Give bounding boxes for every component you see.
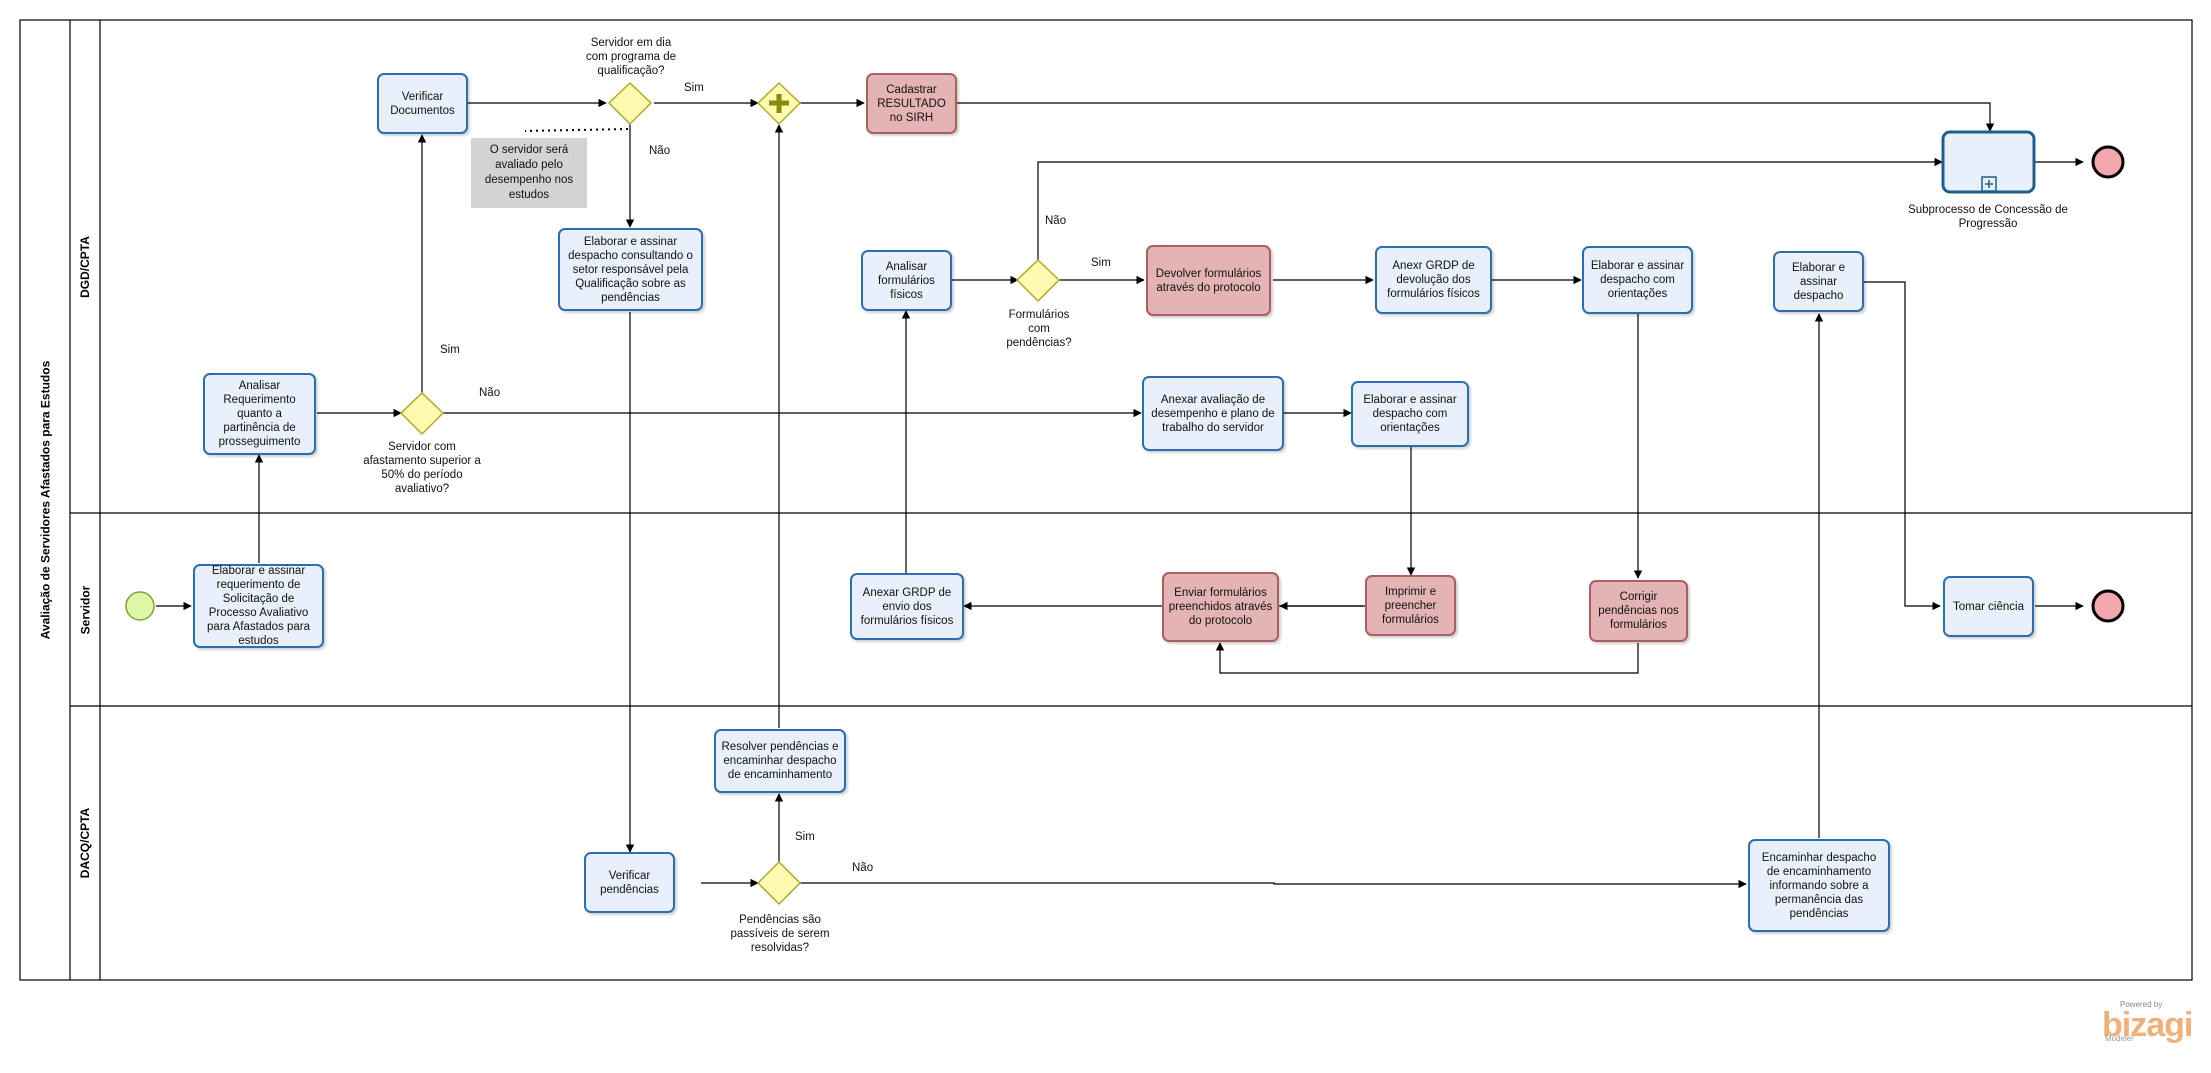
task-devolver-formularios[interactable]: Devolver formulários através do protocol… bbox=[1146, 245, 1271, 316]
gateway-programa-qualificacao bbox=[607, 81, 653, 126]
flow-label-nao: Não bbox=[479, 387, 501, 399]
task-enviar-formularios[interactable]: Enviar formulários preenchidos através d… bbox=[1162, 572, 1279, 642]
flow-label-sim: Sim bbox=[440, 344, 460, 356]
task-corrigir-pendencias[interactable]: Corrigir pendências nos formulários bbox=[1589, 580, 1688, 642]
branding-product: Modeler bbox=[2105, 1034, 2134, 1043]
task-elaborar-despacho-qualificacao[interactable]: Elaborar e assinar despacho consultando … bbox=[558, 228, 703, 311]
gateway-pendencias-resolviveis bbox=[756, 860, 802, 906]
task-imprimir-formularios[interactable]: Imprimir e preencher formulários bbox=[1365, 575, 1456, 636]
sequence-flows bbox=[156, 98, 2084, 889]
flow-label-nao: Não bbox=[649, 145, 671, 157]
pool-title: Avaliação de Servidores Afastados para E… bbox=[38, 360, 52, 640]
gateway-afastamento bbox=[399, 391, 445, 436]
lane-label-servidor: Servidor bbox=[78, 585, 92, 634]
task-analisar-requerimento[interactable]: Analisar Requerimento quanto a partinênc… bbox=[203, 373, 316, 455]
task-elaborar-despacho-orientacoes-top[interactable]: Elaborar e assinar despacho com orientaç… bbox=[1582, 246, 1693, 314]
gateway-label-programa-qualificacao: Servidor em dia com programa de qualific… bbox=[585, 37, 677, 77]
task-anexar-avaliacao[interactable]: Anexar avaliação de desempenho e plano d… bbox=[1142, 376, 1284, 451]
task-analisar-formularios[interactable]: Analisar formulários físicos bbox=[861, 250, 952, 311]
task-anexr-grdp-devolucao[interactable]: Anexr GRDP de devolução dos formulários … bbox=[1375, 246, 1492, 314]
flow-label-nao: Não bbox=[1045, 215, 1067, 227]
task-cadastrar-resultado[interactable]: Cadastrar RESULTADO no SIRH bbox=[866, 73, 957, 134]
annotation-association bbox=[524, 128, 629, 132]
subprocess-concessao-progressao[interactable] bbox=[1941, 130, 2036, 194]
lane-label-dacq: DACQ/CPTA bbox=[78, 807, 93, 879]
flow-label-sim: Sim bbox=[1091, 257, 1111, 269]
pool-border bbox=[19, 19, 2193, 981]
gateway-formularios-pendencias bbox=[1015, 258, 1061, 303]
task-elaborar-despacho[interactable]: Elaborar e assinar despacho bbox=[1773, 251, 1864, 312]
branding-powered: Powered by bbox=[2120, 1000, 2163, 1009]
subprocess-label: Subprocesso de Concessão de Progressão bbox=[1908, 204, 2068, 230]
gateway-label-pendencias-resolviveis: Pendências são passíveis de serem resolv… bbox=[730, 914, 830, 954]
task-elaborar-requerimento[interactable]: Elaborar e assinar requerimento de Solic… bbox=[193, 564, 324, 648]
start-event bbox=[125, 591, 155, 621]
task-resolver-pendencias[interactable]: Resolver pendências e encaminhar despach… bbox=[714, 729, 846, 793]
end-event-subprocess bbox=[2091, 145, 2125, 179]
gateway-label-afastamento: Servidor com afastamento superior a 50% … bbox=[363, 441, 481, 495]
task-tomar-ciencia[interactable]: Tomar ciência bbox=[1943, 576, 2034, 637]
task-encaminhar-despacho[interactable]: Encaminhar despacho de encaminhamento in… bbox=[1748, 839, 1890, 932]
end-event-ciencia bbox=[2091, 589, 2125, 623]
gateway-label-formularios-pendencias: Formulários com pendências? bbox=[1006, 309, 1072, 349]
flow-label-sim: Sim bbox=[684, 82, 704, 94]
text-annotation: O servidor será avaliado pelo desempenho… bbox=[471, 138, 587, 208]
task-anexar-grdp-envio[interactable]: Anexar GRDP de envio dos formulários fís… bbox=[850, 573, 964, 640]
task-elaborar-despacho-orientacoes-mid[interactable]: Elaborar e assinar despacho com orientaç… bbox=[1351, 381, 1469, 447]
bizagi-logo: bizagi bbox=[2102, 1006, 2193, 1044]
gateway-parallel bbox=[756, 81, 802, 126]
task-verificar-pendencias[interactable]: Verificar pendências bbox=[584, 852, 675, 913]
task-verificar-documentos[interactable]: Verificar Documentos bbox=[377, 73, 468, 134]
flow-label-sim: Sim bbox=[795, 831, 815, 843]
flow-label-nao: Não bbox=[852, 862, 874, 874]
lane-label-dgd: DGD/CPTA bbox=[78, 235, 92, 298]
